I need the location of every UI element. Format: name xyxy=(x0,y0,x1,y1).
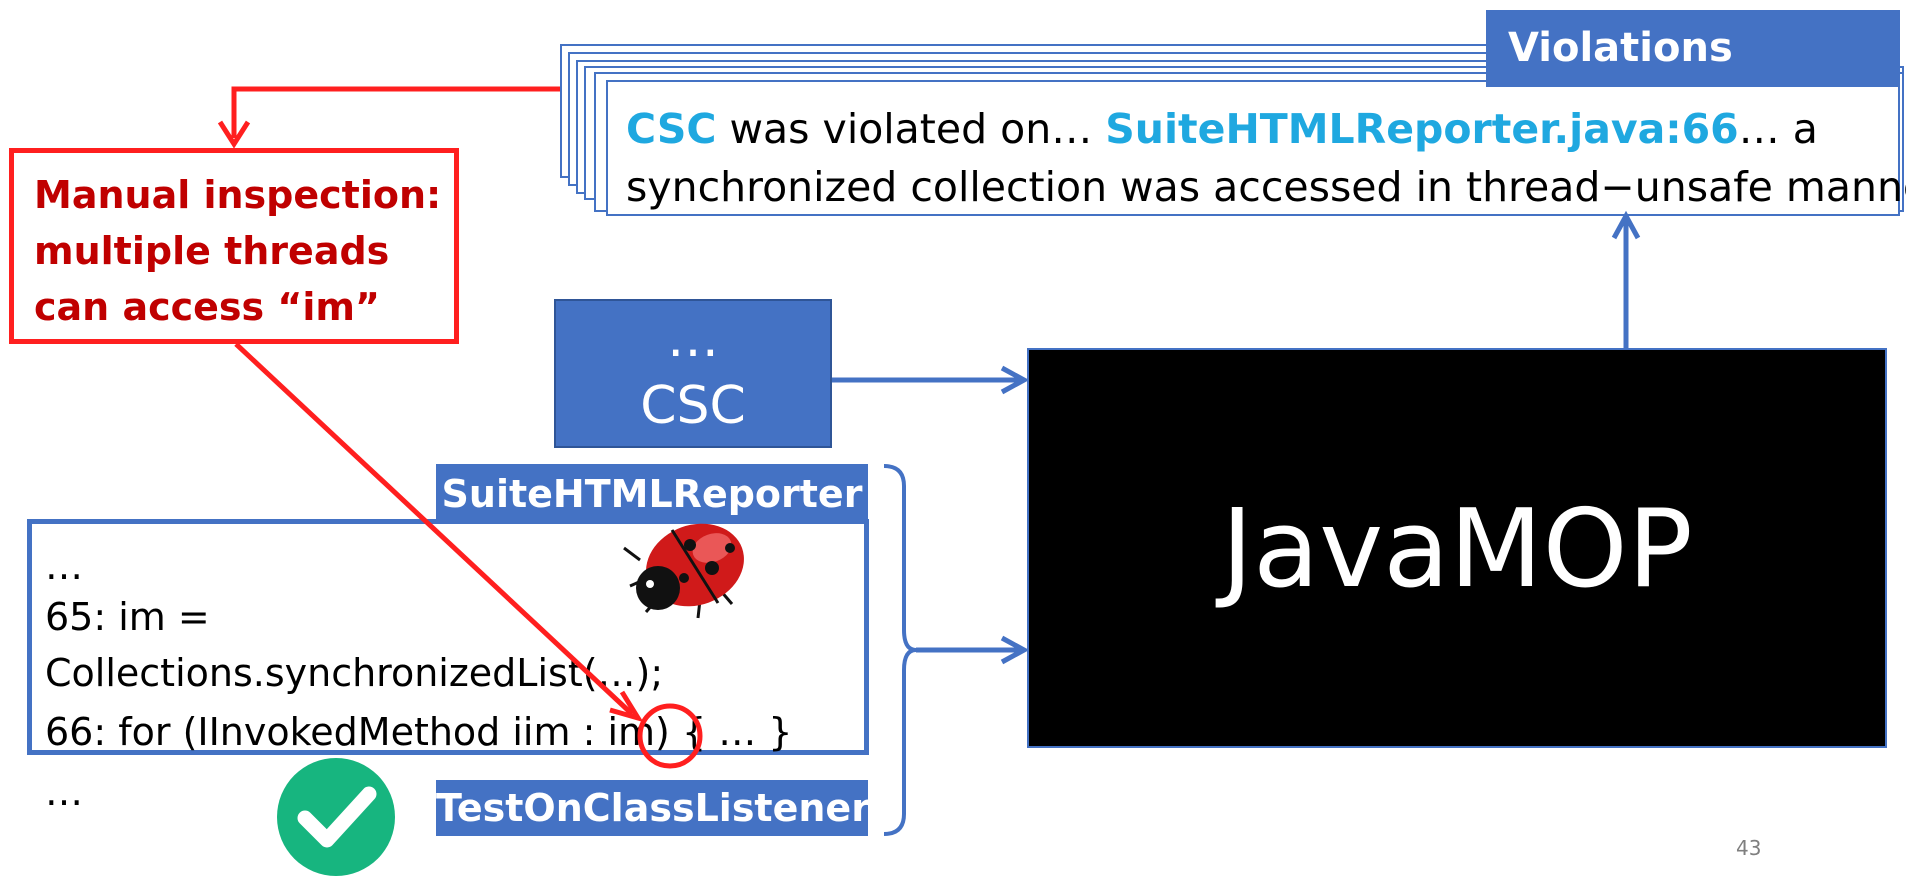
highlight-circle xyxy=(637,703,703,769)
violation-text: was violated on… xyxy=(716,105,1106,153)
code-line-66: 66: for (IInvokedMethod iim : im) { … } xyxy=(45,710,793,754)
specification-label: CSC xyxy=(640,376,746,436)
spec-name: CSC xyxy=(626,105,717,153)
violations-label: Violations xyxy=(1486,10,1900,87)
inspection-line-2: multiple threads xyxy=(34,229,390,273)
specification-ellipsis: … xyxy=(667,309,719,369)
manual-inspection-note: Manual inspection: multiple threads can … xyxy=(9,148,459,344)
code-bracket xyxy=(883,464,917,836)
violation-line-2: synchronized collection was accessed in … xyxy=(626,163,1906,211)
code-line-65: 65: im = xyxy=(45,595,210,639)
ladybug-icon xyxy=(623,523,744,619)
inspection-line-1: Manual inspection: xyxy=(34,173,442,217)
code-line-ellipsis-top: … xyxy=(45,544,83,588)
specification-box: … CSC xyxy=(554,299,832,448)
code-line-ellipsis-bottom: … xyxy=(45,770,83,814)
class-tag-testonclasslistener: TestOnClassListener xyxy=(436,780,870,836)
checkmark-icon xyxy=(277,758,395,876)
class-tag-suitehtmlreporter: SuiteHTMLReporter xyxy=(436,464,868,524)
violation-line-1: CSC was violated on… SuiteHTMLReporter.j… xyxy=(626,100,1882,158)
inspection-line-3: can access “im” xyxy=(34,285,380,329)
violations-to-inspection-arrow xyxy=(217,86,560,149)
javamop-label: JavaMOP xyxy=(1221,487,1693,612)
code-line-65-cont: Collections.synchronizedList(…); xyxy=(45,651,664,695)
page-number: 43 xyxy=(1736,836,1762,860)
spec-to-javamop-arrow xyxy=(832,365,1030,395)
violation-report: CSC was violated on… SuiteHTMLReporter.j… xyxy=(606,80,1906,216)
violation-text-end: … a xyxy=(1738,105,1818,153)
javamop-tool-box: JavaMOP xyxy=(1027,348,1887,748)
violation-location: SuiteHTMLReporter.java:66 xyxy=(1105,105,1739,153)
inspection-to-code-arrow xyxy=(234,342,644,723)
code-to-javamop-arrow xyxy=(916,635,1030,665)
javamop-to-violations-arrow xyxy=(1611,210,1641,348)
